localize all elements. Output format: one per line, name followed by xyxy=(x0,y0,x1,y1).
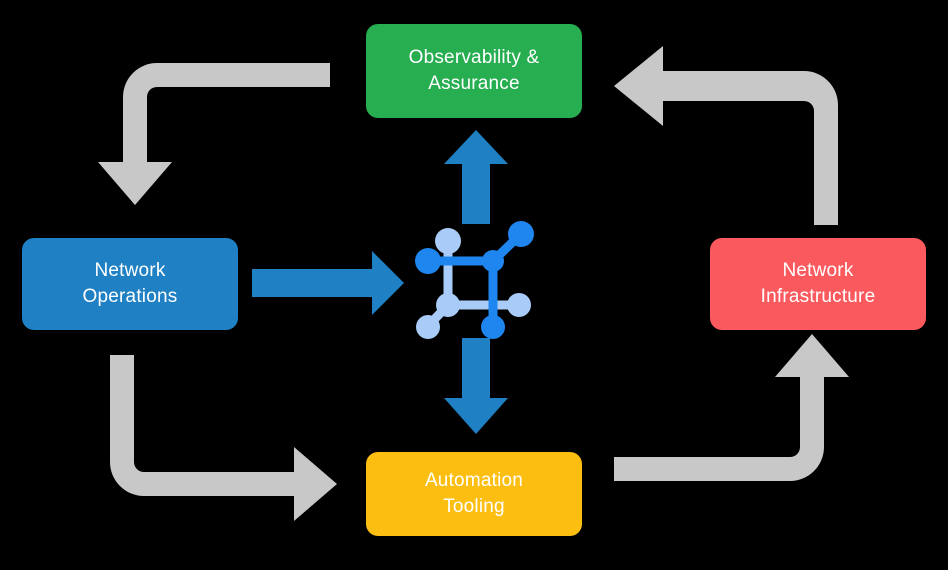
node-observability-assurance[interactable]: Observability & Assurance xyxy=(366,24,582,118)
arrow-automation-to-infrastructure xyxy=(614,334,849,481)
node-automation-tooling[interactable]: Automation Tooling xyxy=(366,452,582,536)
arrow-observability-to-operations xyxy=(98,63,330,205)
arrow-center-to-automation xyxy=(444,338,508,434)
arrow-infrastructure-to-observability xyxy=(614,46,838,225)
node-network-infrastructure[interactable]: Network Infrastructure xyxy=(710,238,926,330)
arrow-operations-to-center xyxy=(252,251,404,315)
node-label-infrastructure: Network Infrastructure xyxy=(760,260,876,307)
network-topology-icon xyxy=(415,221,534,339)
node-label-automation: Automation Tooling xyxy=(424,470,524,517)
node-label-observability: Observability & Assurance xyxy=(408,47,540,94)
arrow-operations-to-automation xyxy=(110,355,337,521)
arrow-center-to-observability xyxy=(444,130,508,224)
node-label-operations: Network Operations xyxy=(82,260,178,307)
node-network-operations[interactable]: Network Operations xyxy=(22,238,238,330)
